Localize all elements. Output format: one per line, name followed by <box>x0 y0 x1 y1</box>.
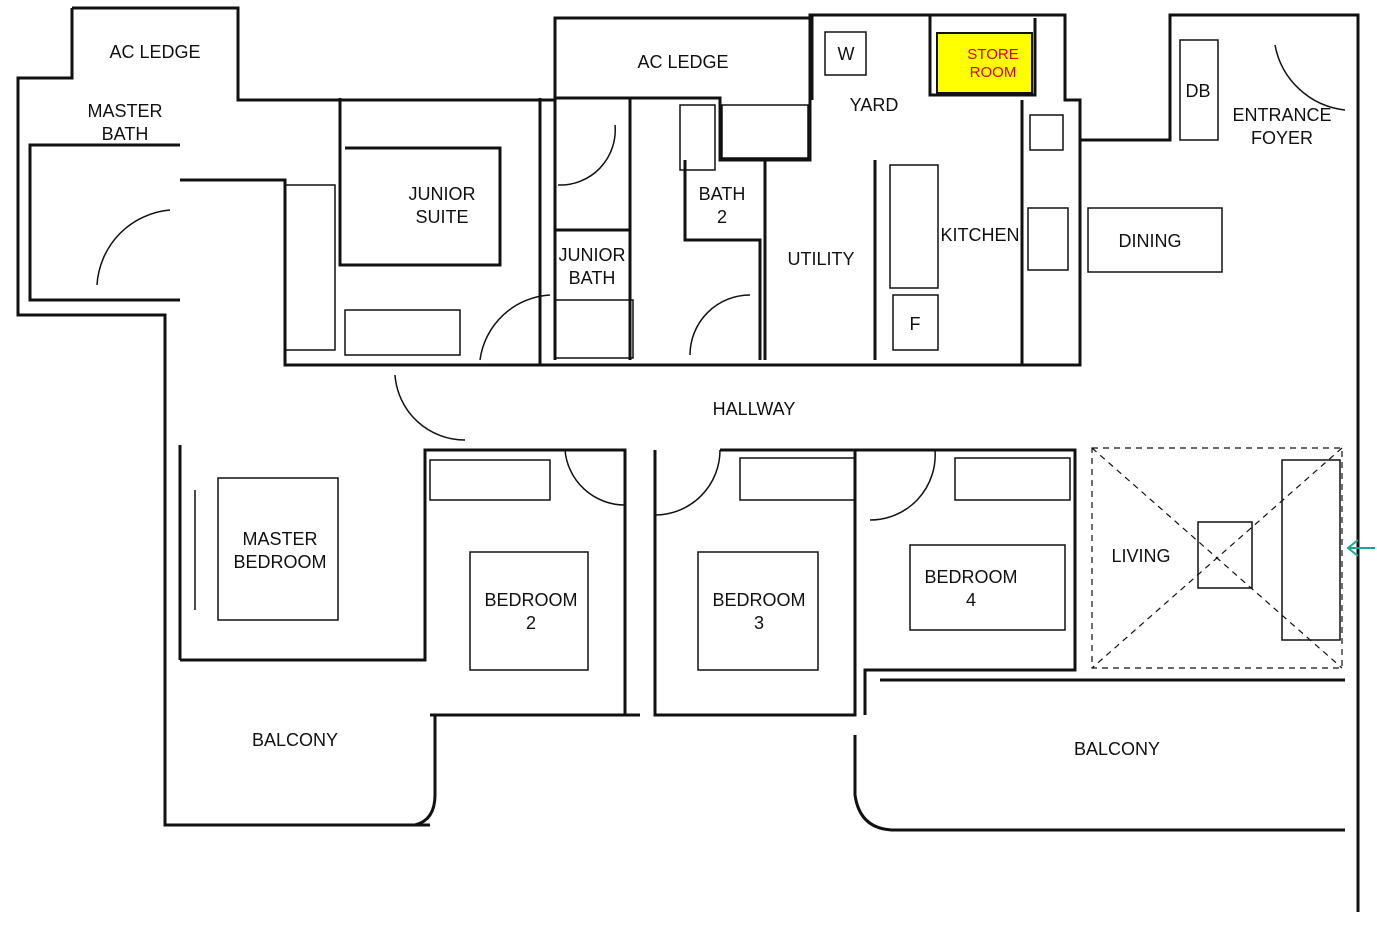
label-dining: DINING <box>1119 231 1182 251</box>
label-store-room: STORE <box>967 46 1018 63</box>
label-entrance-foyer: ENTRANCE <box>1232 105 1331 125</box>
label-master-bedroom: MASTER <box>242 529 317 549</box>
label-master-bath-2: BATH <box>102 124 149 144</box>
label-entrance-foyer-2: FOYER <box>1251 128 1313 148</box>
label-store-room-2: ROOM <box>970 64 1017 81</box>
label-junior-suite-2: SUITE <box>415 207 468 227</box>
label-balcony-2: BALCONY <box>1074 739 1160 759</box>
label-balcony: BALCONY <box>252 730 338 750</box>
label-bath-2-num: 2 <box>717 207 727 227</box>
label-junior-bath-2: BATH <box>569 268 616 288</box>
label-db: DB <box>1185 81 1210 101</box>
entry-arrow-icon <box>1346 539 1375 557</box>
label-living: LIVING <box>1111 546 1170 566</box>
label-yard: YARD <box>850 95 899 115</box>
label-kitchen: KITCHEN <box>940 225 1019 245</box>
label-bath-2: BATH <box>699 184 746 204</box>
label-junior-bath: JUNIOR <box>559 245 626 265</box>
label-master-bedroom-2: BEDROOM <box>233 552 326 572</box>
label-bedroom-3-num: 3 <box>754 613 764 633</box>
label-master-bath: MASTER <box>87 101 162 121</box>
label-utility: UTILITY <box>787 249 854 269</box>
label-bedroom-2: BEDROOM <box>484 590 577 610</box>
label-bedroom-3: BEDROOM <box>712 590 805 610</box>
walls <box>16 6 1360 912</box>
label-ac-ledge: AC LEDGE <box>109 42 200 62</box>
label-hallway: HALLWAY <box>713 399 796 419</box>
label-bedroom-4: BEDROOM <box>924 567 1017 587</box>
label-bedroom-2-num: 2 <box>526 613 536 633</box>
label-ac-ledge-2: AC LEDGE <box>637 52 728 72</box>
label-bedroom-4-num: 4 <box>966 590 976 610</box>
label-fridge: F <box>910 314 921 334</box>
label-washer: W <box>838 44 855 64</box>
store-room-highlight <box>936 32 1033 94</box>
label-junior-suite: JUNIOR <box>409 184 476 204</box>
